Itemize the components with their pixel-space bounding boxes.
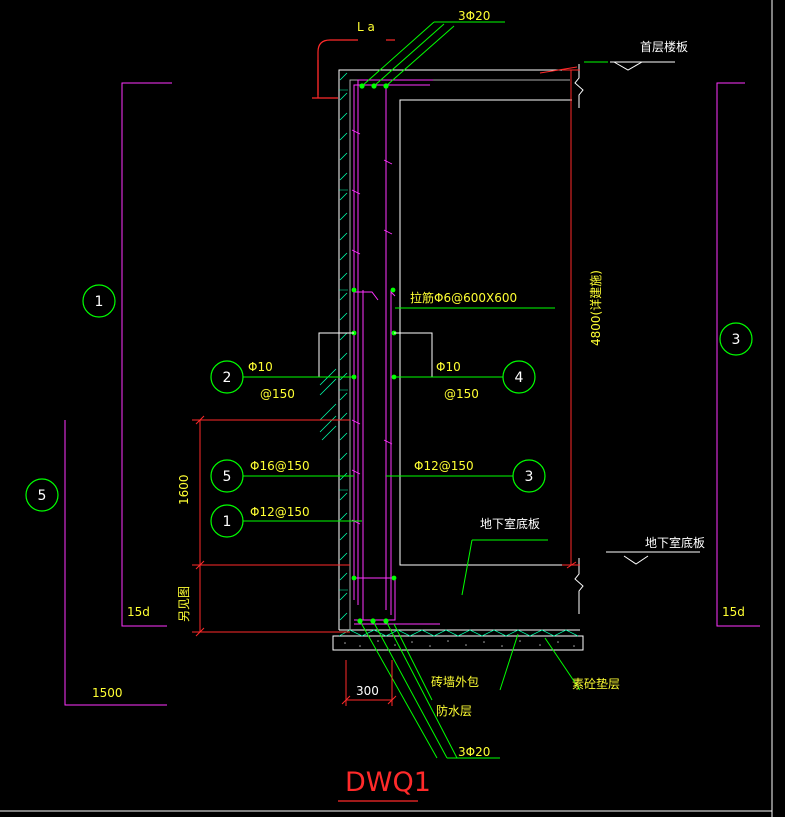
level-mark-first-floor: [610, 61, 675, 71]
dim-300-label: 300: [356, 684, 379, 698]
marker-1: 1: [223, 514, 232, 530]
bar1-spec-label: Φ12@150: [250, 505, 310, 519]
la-anchorage: [312, 39, 395, 99]
marker-4: 4: [515, 370, 524, 386]
height-dim-label: 4800(详建施): [588, 270, 603, 346]
annotation-texts: L a 3Φ20 首层楼板 拉筋Φ6@600X600 4800(详建施) Φ10…: [92, 9, 745, 759]
dim-foundation-label: 另见图: [177, 586, 191, 622]
marker-2: 2: [223, 370, 232, 386]
title-text: DWQ1: [345, 767, 431, 798]
dim-1600-label: 1600: [177, 474, 191, 505]
marker-5: 5: [223, 469, 232, 485]
first-floor-slab-label: 首层楼板: [640, 39, 688, 54]
dim-15d-left-label: 15d: [127, 605, 150, 619]
cushion-layer: [332, 629, 584, 651]
top-bars-label: 3Φ20: [458, 9, 490, 23]
bar2-spec-label: Φ10: [248, 360, 273, 374]
bar4-spacing-label: @150: [444, 387, 479, 401]
marker-5-left: 5: [38, 488, 47, 504]
bottom-bar-leaders: [359, 620, 500, 759]
waterproof-label: 防水层: [436, 703, 472, 718]
marker-numbers: 1 5 3 2 4 5 3 1: [38, 294, 741, 530]
step-hatch: [319, 368, 337, 441]
dim-1500-label: 1500: [92, 686, 123, 700]
marker-leaders: [243, 61, 608, 701]
marker-1-left: 1: [95, 294, 104, 310]
rebar-lines: [353, 79, 440, 625]
bar3-spec-label: Φ12@150: [414, 459, 474, 473]
waterproof-hatch: [339, 72, 348, 621]
level-mark-basement: [606, 551, 700, 565]
schedule-shapes: [64, 82, 760, 706]
tie-bars-label: 拉筋Φ6@600X600: [410, 290, 517, 305]
la-label: L a: [357, 20, 375, 34]
bottom-bars-label: 3Φ20: [458, 745, 490, 759]
dim-15d-right-label: 15d: [722, 605, 745, 619]
wall-section-outline: [338, 69, 580, 631]
bar5-spec-label: Φ16@150: [250, 459, 310, 473]
marker-3: 3: [525, 469, 534, 485]
slab-break-lines: [574, 64, 584, 614]
bar2-spacing-label: @150: [260, 387, 295, 401]
marker-3-right: 3: [732, 332, 741, 348]
basement-slab-inner-label: 地下室底板: [480, 516, 540, 531]
bar4-spec-label: Φ10: [436, 360, 461, 374]
brick-wall-label: 砖墙外包: [431, 674, 479, 689]
cushion-label: 素砼垫层: [572, 676, 620, 691]
drawing-title: DWQ1: [338, 767, 431, 802]
dimension-lines: [192, 66, 580, 706]
marker-circles: [25, 284, 753, 538]
top-bar-leaders: [361, 21, 505, 87]
waist-bar-shapes: [318, 332, 433, 377]
basement-floor-slab-label: 地下室底板: [645, 535, 705, 550]
